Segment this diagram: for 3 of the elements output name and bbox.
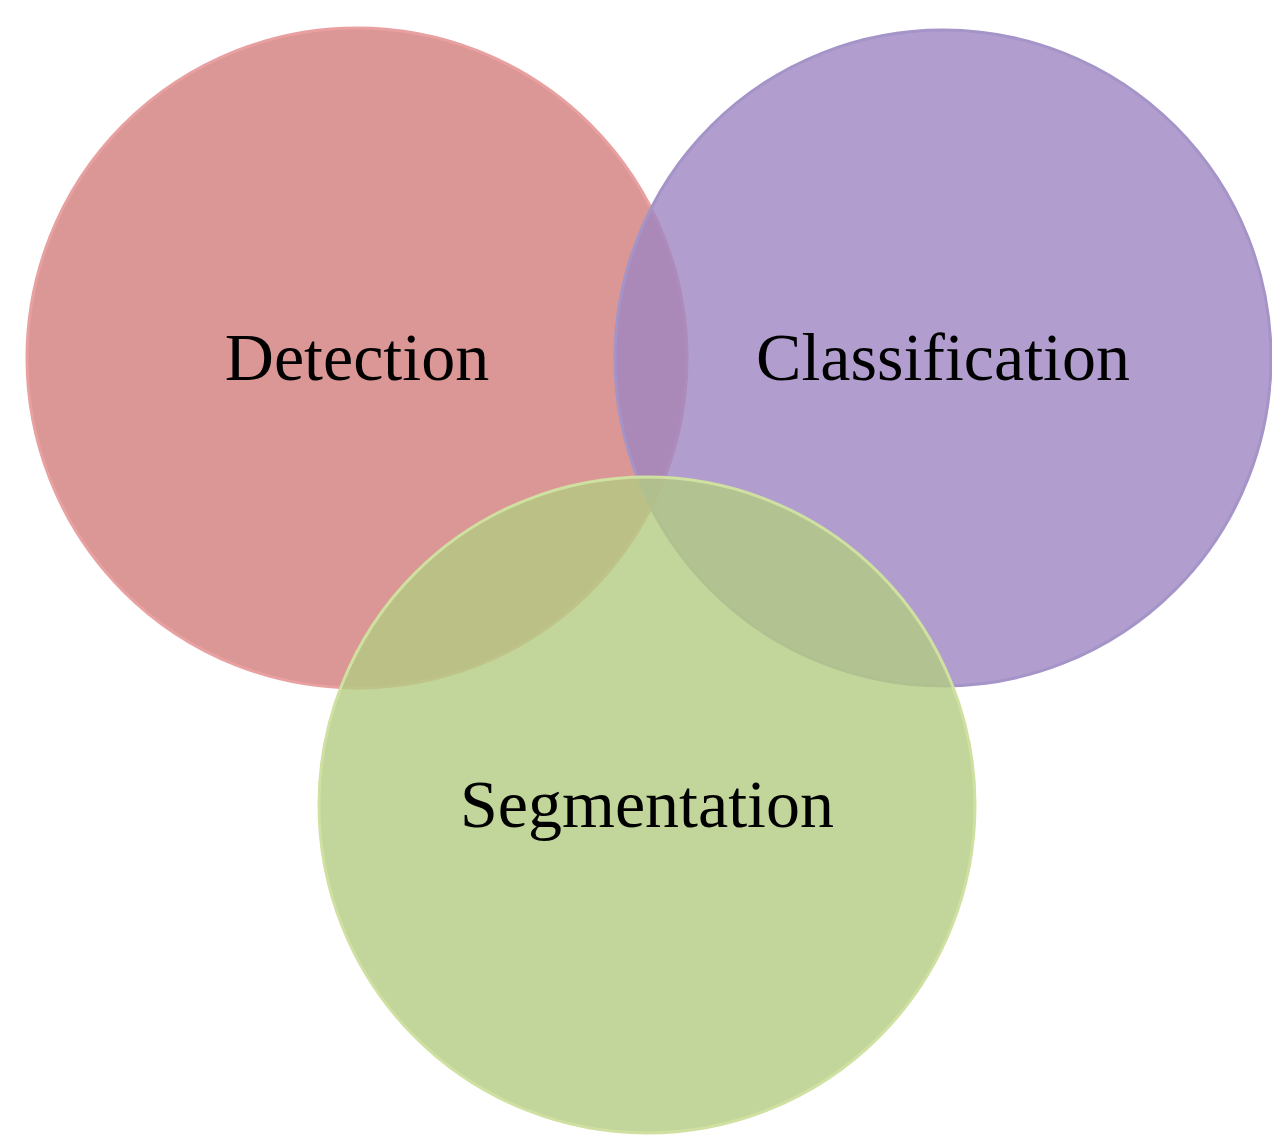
circle-label: Detection — [224, 320, 490, 395]
circle-label: Segmentation — [460, 767, 834, 842]
circle-label: Classification — [756, 320, 1130, 395]
